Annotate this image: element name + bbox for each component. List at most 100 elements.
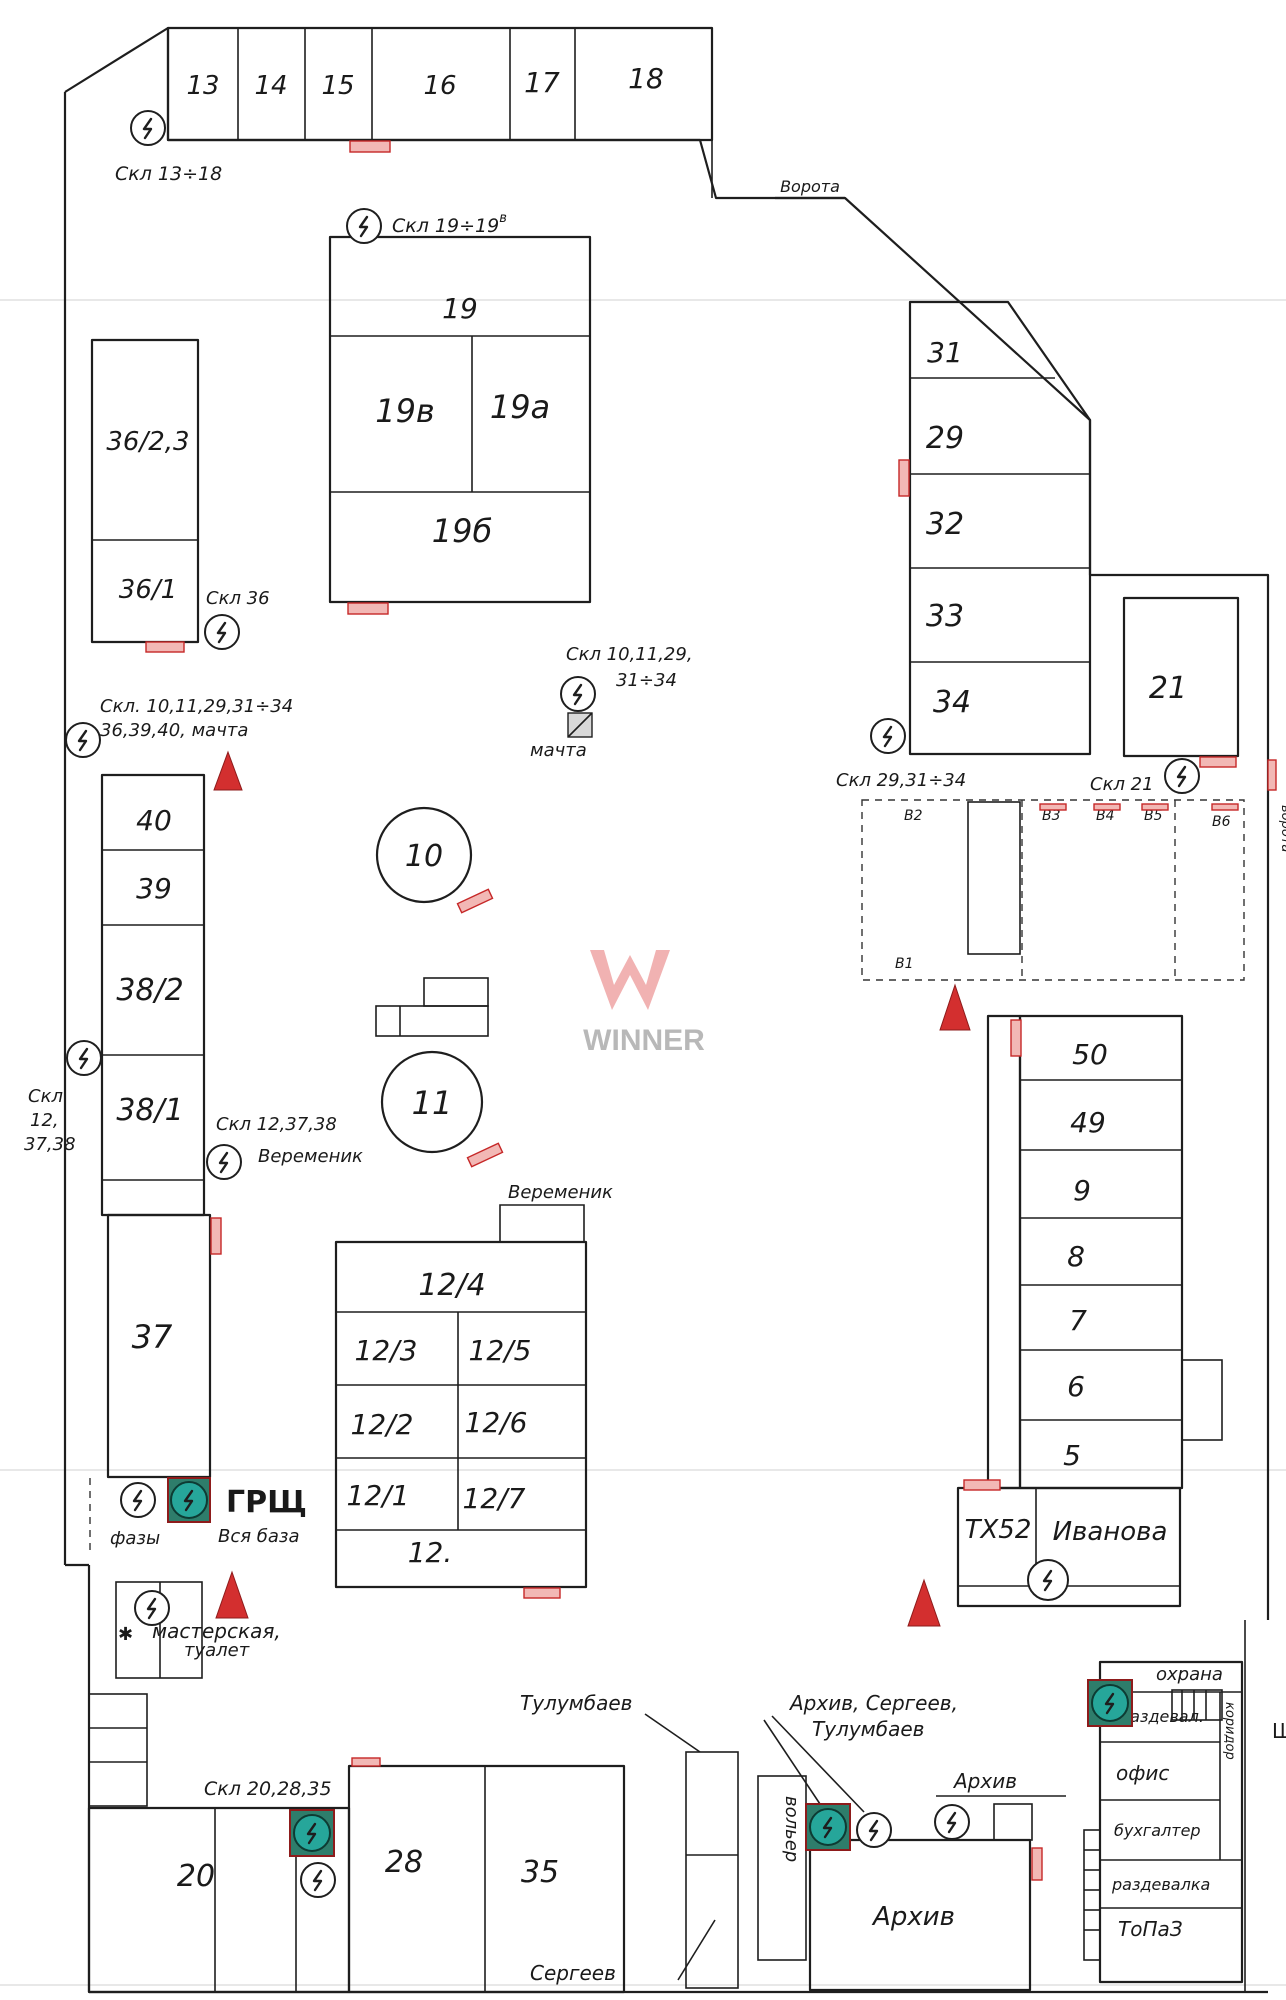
warehouse-column-5-50: 50 49 9 8 7 6 5 ТХ52 Иванова xyxy=(956,1014,1223,1608)
archive-room-label: Архив xyxy=(871,1902,955,1932)
silo-10: 10 xyxy=(375,806,473,904)
tulumbaev-pointer xyxy=(644,1713,701,1753)
room-13-label: 13 xyxy=(186,71,219,101)
koridor-label: коридор xyxy=(1222,1702,1237,1760)
room-31-label: 31 xyxy=(927,336,963,369)
switch-skl-19-label: Скл 19÷19в xyxy=(392,211,507,237)
room-12-7-label: 12/7 xyxy=(463,1482,526,1515)
switch-skl-12-37-38 xyxy=(206,1144,242,1180)
room-8-label: 8 xyxy=(1067,1240,1085,1273)
room-35-label: 35 xyxy=(521,1855,559,1890)
main-switchboard-icon xyxy=(167,1477,211,1523)
razdevalka-label: раздевалка xyxy=(1111,1875,1210,1894)
workshop-label-line1: мастерская, xyxy=(152,1619,281,1643)
switch-skl-21-label: Скл 21 xyxy=(1090,774,1154,795)
room-14-label: 14 xyxy=(254,71,287,101)
room-17-label: 17 xyxy=(524,66,560,99)
switch-ivanova xyxy=(1027,1559,1069,1601)
room-12-4-label: 12/4 xyxy=(418,1268,485,1303)
room-7-label: 7 xyxy=(1069,1304,1087,1337)
switch-skl-19-superscript: в xyxy=(499,211,507,226)
switch-left-label-line2: 36,39,40, мачта xyxy=(100,720,248,741)
ivanova-label: Иванова xyxy=(1053,1517,1168,1547)
warehouse-block-29-34: 31 29 32 33 34 xyxy=(908,300,1092,756)
door-marker xyxy=(347,602,389,615)
mast-label: мачта xyxy=(530,740,587,761)
warehouse-row-13-18: 13 14 15 16 17 18 xyxy=(166,26,714,198)
door-marker xyxy=(466,1142,504,1168)
warehouse-block-19: 19 19в 19а 19б xyxy=(328,235,592,604)
door-marker xyxy=(1141,803,1169,811)
door-marker xyxy=(963,1479,1001,1491)
switch-skl-13-18-label: Скл 13÷18 xyxy=(115,163,222,185)
warning-triangle xyxy=(213,750,243,791)
warehouse-row-20-28-35: 20 28 35 xyxy=(87,1764,626,1994)
warehouse-block-21: 21 xyxy=(1122,596,1240,758)
switch-skl-12-37-38-label: Скл 12,37,38 xyxy=(216,1114,337,1135)
room-19-label: 19 xyxy=(442,292,478,325)
bottom-left-shed xyxy=(88,1693,148,1807)
room-40-label: 40 xyxy=(136,804,172,837)
volyer-block: вольер xyxy=(757,1775,807,1961)
switch-archive xyxy=(934,1804,970,1840)
door-marker xyxy=(523,1587,561,1599)
door-marker xyxy=(145,641,185,653)
left-edge-label-line3: 37,38 xyxy=(24,1134,76,1155)
tx52-label: ТХ52 xyxy=(965,1515,1032,1545)
veremenik-label-top: Веременик xyxy=(508,1182,613,1203)
main-switch-archive xyxy=(805,1803,851,1851)
switch-archive-group xyxy=(856,1812,892,1848)
main-switch-ohrana xyxy=(1087,1679,1133,1727)
archive-label: Архив xyxy=(952,1769,1017,1793)
watermark: WINNER xyxy=(583,950,705,1057)
room-18-label: 18 xyxy=(628,62,664,95)
room-49-label: 49 xyxy=(1070,1106,1106,1139)
room-5-label: 5 xyxy=(1063,1439,1081,1472)
switch-mast xyxy=(560,676,596,712)
archive-list-label-line2: Тулумбаев xyxy=(812,1717,924,1741)
warning-triangle xyxy=(907,1578,941,1627)
switch-left-panel xyxy=(65,722,101,758)
mast-hatch xyxy=(567,712,593,738)
warning-triangle xyxy=(939,983,971,1031)
zone-b2-label: В2 xyxy=(904,808,923,824)
ohrana-label: охрана xyxy=(1156,1664,1223,1685)
room-34-label: 34 xyxy=(933,685,971,720)
left-edge-label-line1: Скл xyxy=(28,1086,63,1107)
switch-skl-20-28-35-label: Скл 20,28,35 xyxy=(204,1778,332,1800)
door-marker xyxy=(1031,1847,1043,1881)
door-marker xyxy=(456,888,494,914)
room-21-label: 21 xyxy=(1149,671,1187,706)
gate-label: Ворота xyxy=(780,177,840,196)
door-marker xyxy=(1039,803,1067,811)
zone-b3-label: В3 xyxy=(1042,808,1061,824)
room-12-1-label: 12/1 xyxy=(347,1479,410,1512)
room-19v-label: 19в xyxy=(375,392,435,430)
silo-11: 11 xyxy=(380,1050,484,1154)
archive-pointer xyxy=(763,1719,825,1811)
workshop-label-line2: туалет xyxy=(184,1640,250,1661)
archive-list-label-line1: Архив, Сергеев, xyxy=(788,1691,958,1715)
warehouse-block-12: 12/4 12/3 12/5 12/2 12/6 12/1 12/7 12. xyxy=(334,1204,588,1589)
switch-mast-label-line1: Скл 10,11,29, xyxy=(566,644,693,665)
room-19b-label: 19б xyxy=(432,512,492,550)
room-36-23-label: 36/2,3 xyxy=(106,427,189,457)
archive-block: Архив xyxy=(808,1803,1033,1992)
room-15-label: 15 xyxy=(321,71,354,101)
tulumbaev-label: Тулумбаев xyxy=(520,1691,632,1715)
room-12-5-label: 12/5 xyxy=(469,1334,532,1367)
topaz-label: ТоПаЗ xyxy=(1118,1917,1183,1941)
switch-skl-20-28-35 xyxy=(300,1862,336,1898)
dashed-yard-area: В1 В2 В3 В4 В5 В6 xyxy=(861,799,1245,981)
room-37-label: 37 xyxy=(132,1318,173,1356)
zone-b4-label: В4 xyxy=(1096,808,1115,824)
volyer-label: вольер xyxy=(781,1796,802,1862)
door-marker xyxy=(1093,803,1121,811)
switch-left-label-line1: Скл. 10,11,29,31÷34 xyxy=(100,696,293,717)
switch-skl-36 xyxy=(204,614,240,650)
ofis-label: офис xyxy=(1116,1761,1169,1785)
room-16-label: 16 xyxy=(423,71,456,101)
watermark-text: WINNER xyxy=(583,1024,705,1057)
archive-pointer xyxy=(771,1715,865,1813)
door-marker xyxy=(898,459,910,497)
